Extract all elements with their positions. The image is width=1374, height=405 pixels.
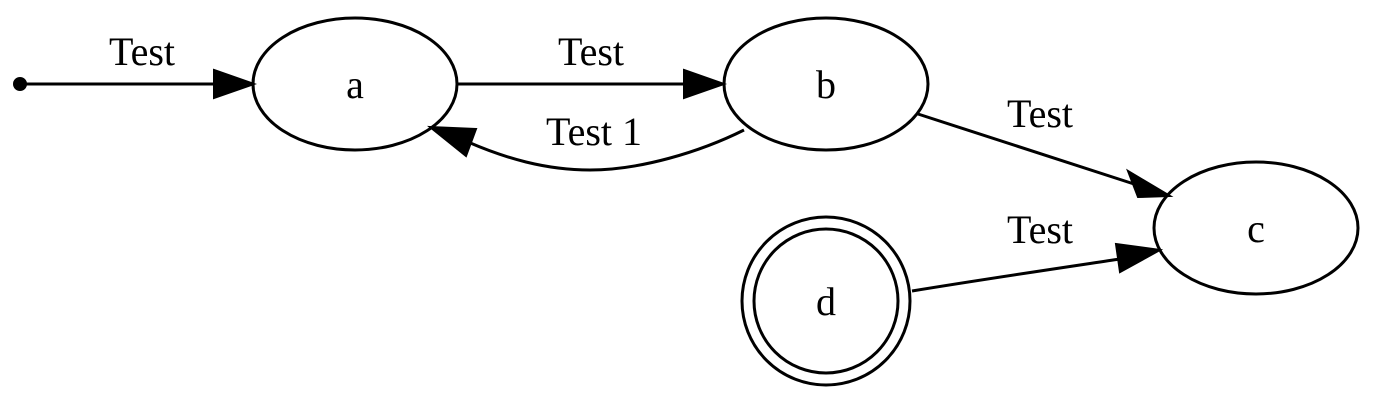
node-a: a (251, 16, 459, 152)
node-c: c (1152, 160, 1360, 296)
edge-b-to-a-label: Test 1 (546, 109, 642, 154)
edge-d-to-c: Test (911, 207, 1164, 293)
edge-b-to-a: Test 1 (427, 109, 745, 172)
node-b-label: b (816, 62, 836, 107)
node-c-ellipse (1152, 160, 1360, 296)
node-d-label: d (816, 279, 836, 324)
edge-b-to-c-arrowhead (1126, 168, 1174, 199)
edge-a-to-b-arrowhead (683, 68, 728, 100)
node-b: b (722, 16, 930, 152)
edge-b-to-c: Test (917, 91, 1174, 199)
start-point (13, 77, 27, 91)
edge-start-to-a: Test (26, 29, 258, 100)
node-c-label: c (1247, 206, 1265, 251)
node-a-label: a (346, 62, 364, 107)
edge-d-to-c-label: Test (1007, 207, 1073, 252)
edge-start-to-a-label: Test (109, 29, 175, 74)
node-a-ellipse (251, 16, 459, 152)
edge-b-to-c-label: Test (1007, 91, 1073, 136)
start-dot (13, 77, 27, 91)
edge-a-to-b: Test (458, 29, 728, 100)
edge-d-to-c-line (911, 257, 1121, 293)
edge-start-to-a-arrowhead (213, 68, 258, 100)
node-d: d (740, 215, 912, 387)
node-d-outer-circle (740, 215, 912, 387)
edge-b-to-a-arrowhead (427, 125, 478, 158)
edge-a-to-b-label: Test (558, 29, 624, 74)
edge-d-to-c-arrowhead (1114, 242, 1164, 274)
node-b-ellipse (722, 16, 930, 152)
edge-b-to-a-line (467, 128, 745, 172)
edge-b-to-c-line (917, 112, 1135, 186)
node-d-inner-circle (752, 227, 900, 375)
